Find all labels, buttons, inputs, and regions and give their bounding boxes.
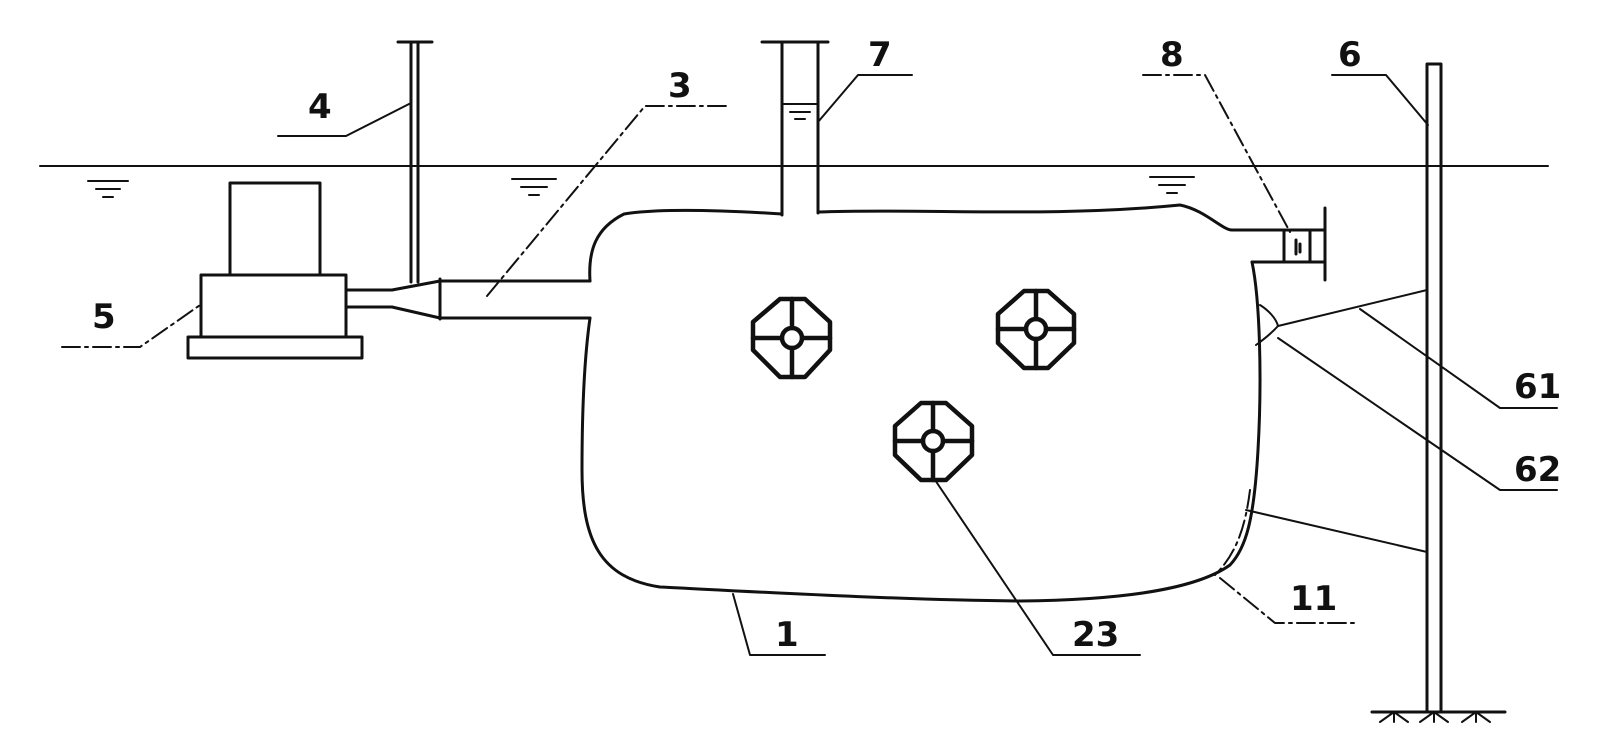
label-61: 61	[1514, 367, 1561, 407]
leader-line-6	[1331, 74, 1429, 126]
inlet-pipe-3	[344, 277, 592, 321]
anchor-wheel-bottom	[892, 400, 975, 483]
water-level-symbol-mid	[511, 178, 557, 196]
label-5: 5	[92, 297, 116, 337]
label-23: 23	[1072, 615, 1119, 655]
label-62: 62	[1514, 450, 1561, 490]
leader-line-7	[817, 74, 913, 123]
post-6	[1370, 62, 1507, 714]
leader-line-23	[934, 479, 1141, 656]
water-level-symbol-left	[87, 180, 129, 198]
outlet-pipe-8	[1230, 206, 1327, 282]
leader-line-11	[1219, 577, 1356, 624]
leader-line-62	[1277, 337, 1558, 491]
label-3: 3	[668, 66, 692, 106]
label-4: 4	[308, 87, 332, 127]
ground-marks	[1379, 711, 1491, 723]
leader-line-1	[732, 593, 826, 656]
tether-ropes	[1245, 289, 1428, 553]
leader-line-4	[277, 102, 412, 137]
leader-line-61	[1359, 308, 1558, 409]
riser-pipe-7	[760, 40, 830, 217]
bag-body-dash-segment	[1214, 489, 1251, 576]
water-level-symbol-right	[1149, 176, 1195, 194]
label-6: 6	[1338, 35, 1362, 75]
leader-line-8	[1142, 74, 1291, 233]
pump-unit	[186, 181, 364, 360]
leader-line-5	[61, 302, 204, 348]
leader-line-3	[486, 105, 731, 297]
label-11: 11	[1290, 579, 1337, 619]
bag-body-1	[580, 203, 1282, 603]
anchor-wheel-left	[750, 296, 833, 380]
label-7: 7	[868, 35, 892, 75]
anchor-wheel-right	[995, 288, 1077, 371]
label-1: 1	[775, 615, 799, 655]
riser-water-level-symbol	[782, 103, 818, 120]
label-8: 8	[1160, 35, 1184, 75]
pole-4	[396, 40, 434, 284]
